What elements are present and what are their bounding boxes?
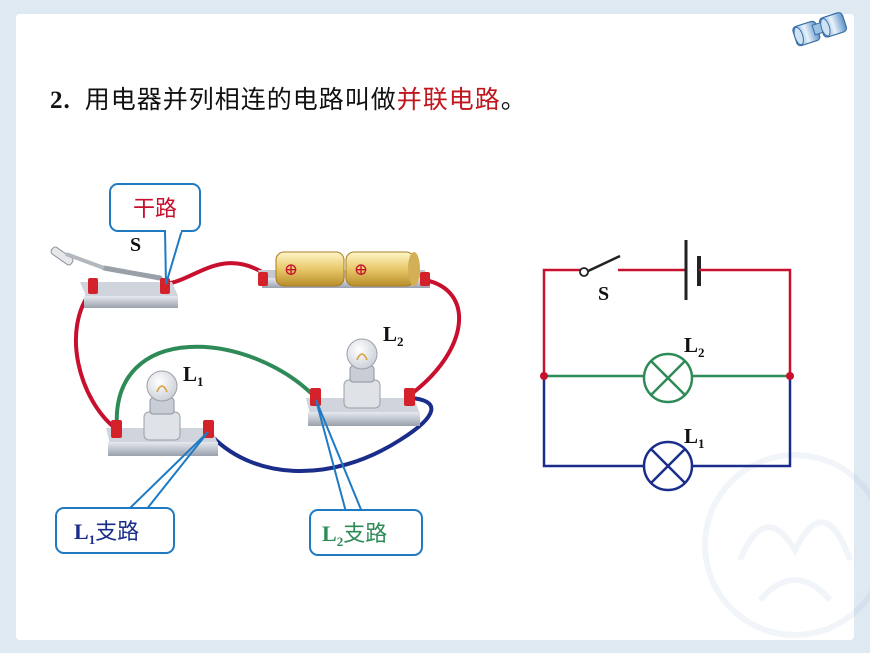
main-wire-top xyxy=(164,261,264,286)
callout-l2-branch: L2支路 xyxy=(309,399,423,556)
main-wire-left xyxy=(74,288,117,430)
title-highlight: 并联电路 xyxy=(396,85,501,114)
binoculars-icon xyxy=(792,12,848,47)
battery-pack xyxy=(258,251,430,288)
lamp-l2-board xyxy=(306,338,420,426)
l1-branch-wire xyxy=(206,396,434,473)
watermark-logo xyxy=(702,452,870,638)
schematic-main-wire xyxy=(542,268,584,376)
lamp-l2-symbol xyxy=(642,352,694,404)
junction-left xyxy=(540,372,548,380)
lamp-l1-board xyxy=(106,370,218,456)
main-wire-right xyxy=(408,278,461,397)
switch-pivot xyxy=(579,267,589,277)
title-ending: 。 xyxy=(500,85,527,114)
schematic-switch-label: S xyxy=(598,283,609,305)
schematic-l1-wire xyxy=(542,376,644,468)
schematic-diagram: S L2 L1 xyxy=(540,240,794,492)
battery-plus-icon: ⊕ xyxy=(354,260,368,279)
photo-switch-label: S xyxy=(130,234,141,256)
switch-blade xyxy=(585,254,621,274)
question-number: 2. xyxy=(50,87,71,114)
callout-l2-branch-text: L2支路 xyxy=(322,521,387,549)
battery-plus-icon: ⊕ xyxy=(284,260,298,279)
callout-main-line: 干路 xyxy=(109,183,201,285)
lamp-l1-symbol xyxy=(642,440,694,492)
switch-terminal-left xyxy=(88,278,98,294)
callout-l1-branch-text: L1支路 xyxy=(74,519,139,547)
l2-branch-wire xyxy=(114,344,318,430)
page-title: 2. 用电器并列相连的电路叫做并联电路。 xyxy=(50,80,527,116)
callout-main-line-text: 干路 xyxy=(133,197,177,222)
schematic-lamp1-label: L1 xyxy=(684,424,705,451)
photo-lamp1-label: L1 xyxy=(183,362,204,389)
photo-lamp2-label: L2 xyxy=(383,322,404,349)
knife-switch xyxy=(50,246,178,308)
callout-l1-branch: L1支路 xyxy=(55,431,209,554)
schematic-lamp2-label: L2 xyxy=(684,333,705,360)
title-text: 用电器并列相连的电路叫做 xyxy=(84,85,397,114)
junction-right xyxy=(786,372,794,380)
